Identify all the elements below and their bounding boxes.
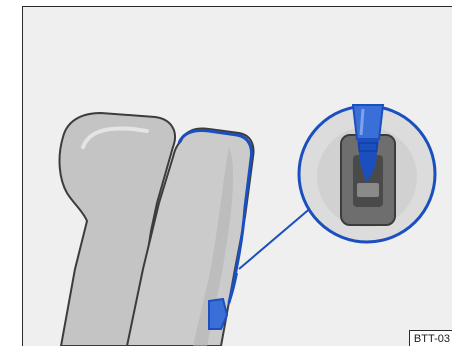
buckle-latch [357, 183, 379, 197]
seat-illustration [23, 7, 452, 346]
reference-code: BTT-03 [409, 330, 452, 346]
detail-belt-clip [359, 143, 377, 151]
detail-belt-webbing [353, 105, 383, 139]
detail-belt-highlight [361, 109, 363, 135]
illustration-frame: BTT-03 [22, 6, 452, 346]
